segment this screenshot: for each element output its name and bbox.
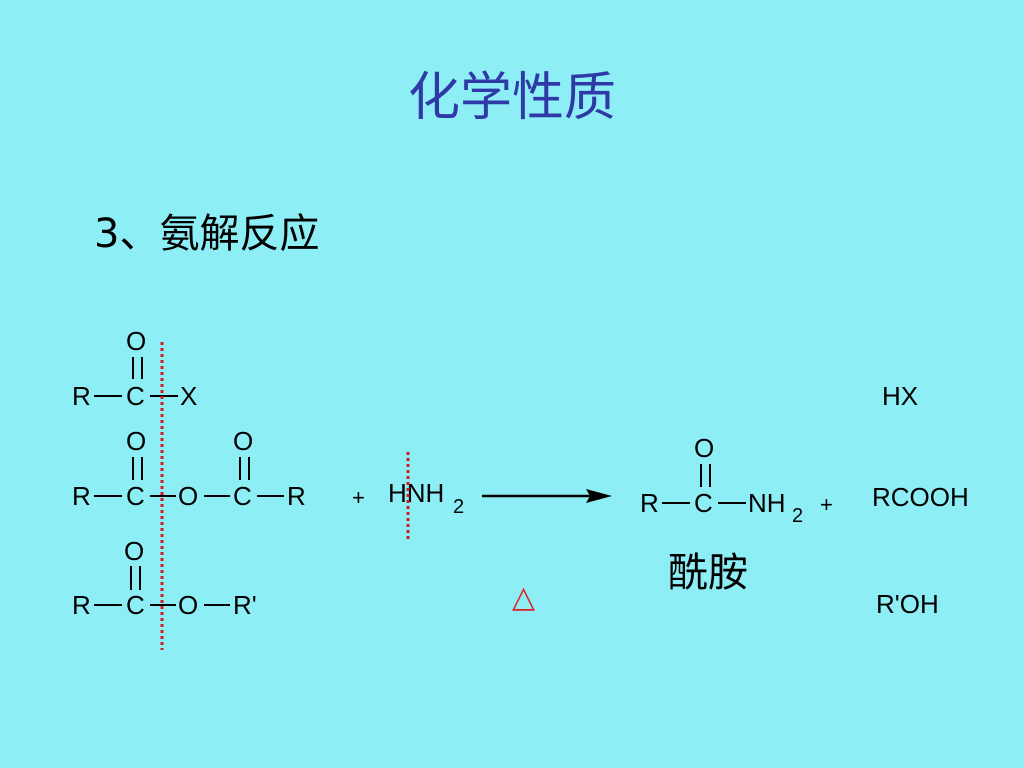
ammonia-subscript: 2 (453, 496, 464, 518)
acyl-halide-carbon: C (126, 381, 145, 411)
anhydride-r-2: R (287, 481, 306, 511)
ester-r-prime: R' (233, 590, 257, 620)
anhydride: O O R C O C R (72, 426, 306, 511)
heat-symbol: △ (512, 580, 536, 615)
plus-sign: + (352, 485, 365, 510)
amide-product: O R C NH 2 + (640, 433, 833, 527)
ester-bridge-oxygen: O (178, 590, 198, 620)
amide-carbon: C (694, 488, 713, 518)
ester-oxygen: O (124, 536, 144, 566)
anhydride-oxygen-2: O (233, 426, 253, 456)
product-plus-sign: + (820, 492, 833, 517)
amide-nitrogen: NH (748, 488, 786, 518)
arrow-head (586, 489, 612, 503)
ester-r: R (72, 590, 91, 620)
byproducts: HX RCOOH R'OH (872, 381, 969, 619)
anhydride-carbon-2: C (233, 481, 252, 511)
reaction-arrow (482, 489, 612, 503)
ester: O R C O R' (72, 536, 257, 620)
anhydride-carbon-1: C (126, 481, 145, 511)
acyl-halide-oxygen: O (126, 326, 146, 356)
acyl-halide: O R C X (72, 326, 197, 411)
acyl-halide-r: R (72, 381, 91, 411)
amide-subscript: 2 (792, 505, 803, 527)
acyl-halide-x: X (180, 381, 197, 411)
section-heading: 3、氨解反应 (94, 211, 320, 257)
byproduct-rcooh: RCOOH (872, 482, 969, 512)
byproduct-roh: R'OH (876, 589, 939, 619)
anhydride-r-1: R (72, 481, 91, 511)
amide-r: R (640, 488, 659, 518)
ester-carbon: C (126, 590, 145, 620)
page-title: 化学性质 (407, 68, 616, 128)
anhydride-bridge-oxygen: O (178, 481, 198, 511)
byproduct-hx: HX (882, 381, 918, 411)
product-name: 酰胺 (668, 550, 748, 596)
anhydride-oxygen-1: O (126, 426, 146, 456)
ammonia: + HNH 2 (352, 452, 464, 542)
amide-oxygen: O (694, 433, 714, 463)
ammonia-formula: HNH (388, 478, 444, 508)
